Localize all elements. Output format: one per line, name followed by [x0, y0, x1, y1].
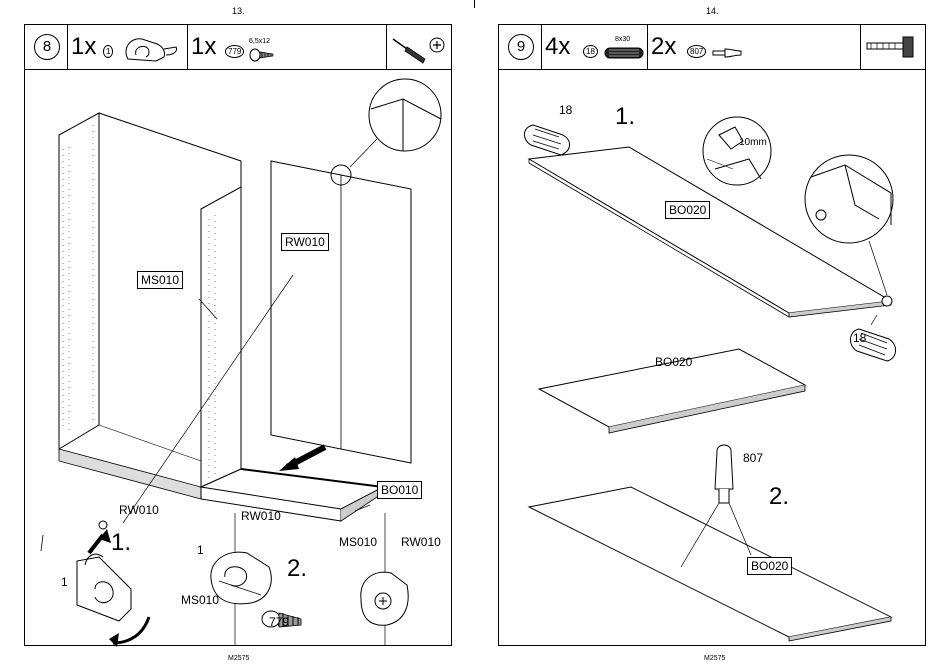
label-dowel-18: 18 — [853, 331, 866, 345]
part-size: 6,5x12 — [249, 38, 270, 45]
parts-header: 9 4x 18 8x30 2x 807 — [499, 25, 925, 70]
part-id-tag: 779 — [225, 45, 244, 58]
screwdriver-icon — [389, 31, 449, 67]
step-panel-9: 9 4x 18 8x30 2x 807 — [498, 24, 926, 646]
cam-lock-icon — [120, 33, 180, 65]
part-qty: 2x — [651, 33, 676, 61]
step-panel-8: 8 1x 1 1x 779 6,5x12 — [24, 24, 452, 646]
part-id-tag: 18 — [583, 45, 598, 58]
label-rw010: RW010 — [401, 535, 441, 549]
part-label-rw010: RW010 — [281, 233, 329, 251]
label-dowel-18: 18 — [559, 103, 572, 117]
page-number: 13. — [232, 6, 245, 16]
label-part-807: 807 — [743, 451, 763, 465]
assembly-drawing — [499, 69, 925, 645]
label-rw010: RW010 — [241, 509, 281, 523]
part-label-ms010: MS010 — [137, 271, 183, 289]
footer-code: M2575 — [228, 655, 249, 662]
part-id-tag: 1 — [103, 45, 113, 58]
depth-measure: 10mm — [739, 137, 767, 148]
label-rw010: RW010 — [119, 503, 159, 517]
part-label-bo020: BO020 — [747, 557, 792, 575]
part-label-bo010: BO010 — [377, 481, 422, 499]
sub-step-2: 2. — [287, 555, 307, 583]
part-qty: 4x — [545, 33, 570, 61]
step-number: 9 — [508, 34, 534, 60]
parts-header: 8 1x 1 1x 779 6,5x12 — [25, 25, 451, 70]
sub-step-1: 1. — [615, 103, 635, 131]
divider — [67, 25, 68, 69]
part-qty: 1x — [71, 33, 96, 61]
label-part-779: 779 — [269, 615, 289, 629]
part-id-tag: 807 — [687, 45, 706, 58]
label-part-1: 1 — [197, 543, 204, 557]
dowel-icon — [603, 45, 647, 61]
sub-step-1: 1. — [111, 529, 131, 557]
crop-mark — [474, 0, 475, 8]
divider — [541, 25, 542, 69]
label-part-1: 1 — [61, 575, 68, 589]
divider — [647, 25, 648, 69]
divider — [860, 25, 861, 69]
divider — [187, 25, 188, 69]
part-label-bo020: BO020 — [665, 201, 710, 219]
assembly-drawing — [25, 69, 451, 645]
step-number: 8 — [34, 34, 60, 60]
divider — [386, 25, 387, 69]
page-number: 14. — [706, 6, 719, 16]
hammer-icon — [865, 33, 921, 63]
part-size: 8x30 — [615, 36, 630, 43]
label-ms010: MS010 — [181, 593, 219, 607]
label-ms010: MS010 — [339, 535, 377, 549]
part-qty: 1x — [191, 33, 216, 61]
cam-bolt-icon — [711, 45, 751, 61]
screw-icon — [249, 47, 277, 63]
sub-step-2: 2. — [769, 483, 789, 511]
label-bo020: BO020 — [655, 355, 692, 369]
footer-code: M2575 — [704, 655, 725, 662]
